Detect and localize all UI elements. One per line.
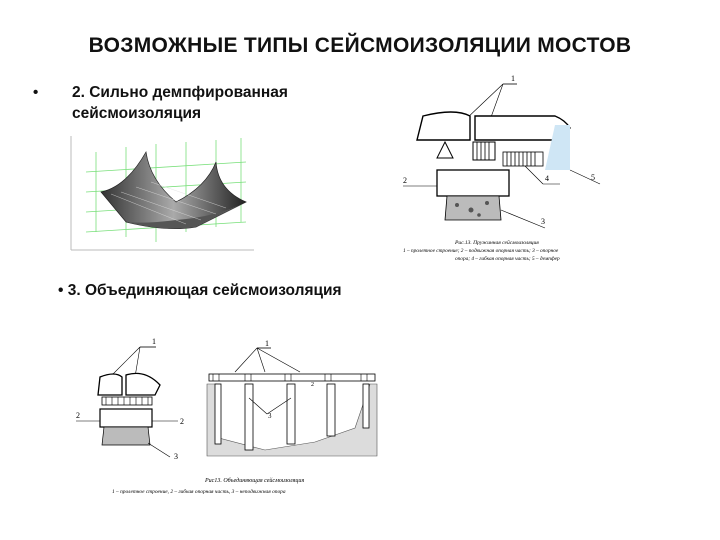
fig-bottom-left-label-2: 2: [76, 411, 80, 420]
bullet-marker: •: [33, 84, 39, 101]
bridge-spans-figure: 1 2 3: [206, 339, 378, 457]
fig-bottom-caption-1: Рис13. Объединяющая сейсмоизоляция: [204, 477, 304, 484]
fig-top-label-1: 1: [511, 74, 515, 83]
fig-bottom-right-label-1: 1: [265, 339, 269, 348]
damping-surface-image: [70, 136, 254, 251]
fig-bottom-right-label-2: 2: [311, 382, 314, 388]
bridge-isolation-figure-top: 1 2 4 5 3 Рис.13. Пружинная сейсмоизоляц…: [403, 74, 601, 262]
fig-top-caption-2: 1 – пролетное строение; 2 – подвижная оп…: [403, 247, 559, 254]
item-3-text: • 3. Объединяющая сейсмоизоляция: [58, 282, 342, 299]
fig-top-label-3: 3: [541, 217, 545, 226]
fig-bottom-left-label-3: 3: [174, 452, 178, 461]
fig-bottom-left-label-1: 1: [152, 337, 156, 346]
slide-title: ВОЗМОЖНЫЕ ТИПЫ СЕЙСМОИЗОЛЯЦИИ МОСТОВ: [88, 34, 632, 57]
bottom-figure-caption: Рис13. Объединяющая сейсмоизоляция 1 – п…: [112, 477, 304, 495]
fig-bottom-left-label-2b: 2: [180, 417, 184, 426]
fig-top-label-4: 4: [545, 174, 549, 183]
item-2-line1: 2. Сильно демпфированная: [72, 84, 288, 101]
item-2-text: 2. Сильно демпфированная сейсмоизоляция: [72, 82, 362, 124]
unifying-isolation-detail: 1 2 2 3: [76, 337, 184, 461]
fig-top-caption-1: Рис.13. Пружинная сейсмоизоляция: [454, 239, 539, 246]
fig-bottom-caption-2: 1 – пролетное строение, 2 – гибкая опорн…: [112, 488, 286, 495]
fig-top-caption-3: опора; 4 – гибкая опорная часть; 5 – дем…: [455, 255, 560, 262]
fig-top-label-5: 5: [591, 173, 595, 182]
fig-bottom-right-label-3: 3: [268, 412, 272, 420]
item-2-line2: сейсмоизоляция: [72, 105, 202, 122]
fig-top-label-2: 2: [403, 176, 407, 185]
